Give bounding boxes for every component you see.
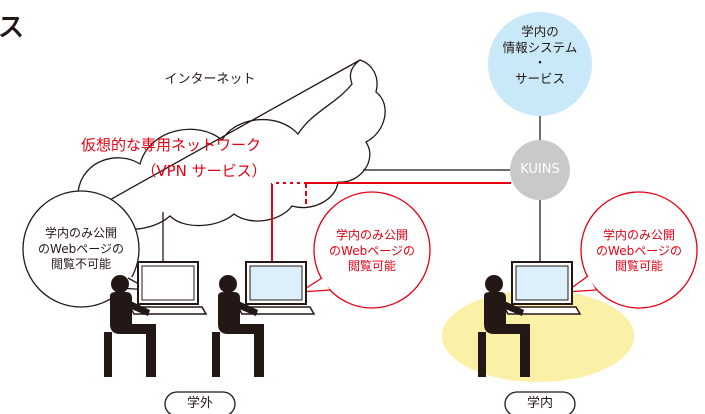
bubble-no-access-text: 学内のみ公開 のWebページの 閲覧不可能 bbox=[38, 226, 124, 272]
bubble-vpn-access-text: 学内のみ公開 のWebページの 閲覧可能 bbox=[329, 228, 415, 274]
tag-outside: 学外 bbox=[186, 396, 213, 411]
person-oncampus-icon bbox=[478, 261, 582, 377]
tag-inside-frame bbox=[504, 391, 576, 414]
person-offcampus-vpn-icon bbox=[212, 261, 316, 377]
bubble-no-access bbox=[22, 190, 140, 308]
vpn-label-line1: 仮想的な専用ネットワーク bbox=[80, 136, 261, 154]
bubble-oncampus-access bbox=[580, 191, 698, 309]
internet-label: インターネット bbox=[164, 72, 256, 87]
vpn-label-line2: （VPN サービス） bbox=[141, 162, 267, 180]
campus-services-label: 学内の 情報システム ・ サービス bbox=[502, 24, 578, 86]
kuins-label: KUINS bbox=[520, 162, 560, 177]
bubble-oncampus-access-text: 学内のみ公開 のWebページの 閲覧可能 bbox=[596, 228, 682, 274]
bubble-vpn-access bbox=[313, 191, 431, 309]
tag-outside-frame bbox=[164, 391, 236, 414]
kuins-node bbox=[510, 140, 570, 200]
campus-services-node bbox=[488, 12, 592, 116]
title-fragment: ス bbox=[0, 13, 25, 43]
tag-inside: 学内 bbox=[526, 396, 553, 411]
person-offcampus-no-vpn-icon bbox=[104, 261, 208, 377]
